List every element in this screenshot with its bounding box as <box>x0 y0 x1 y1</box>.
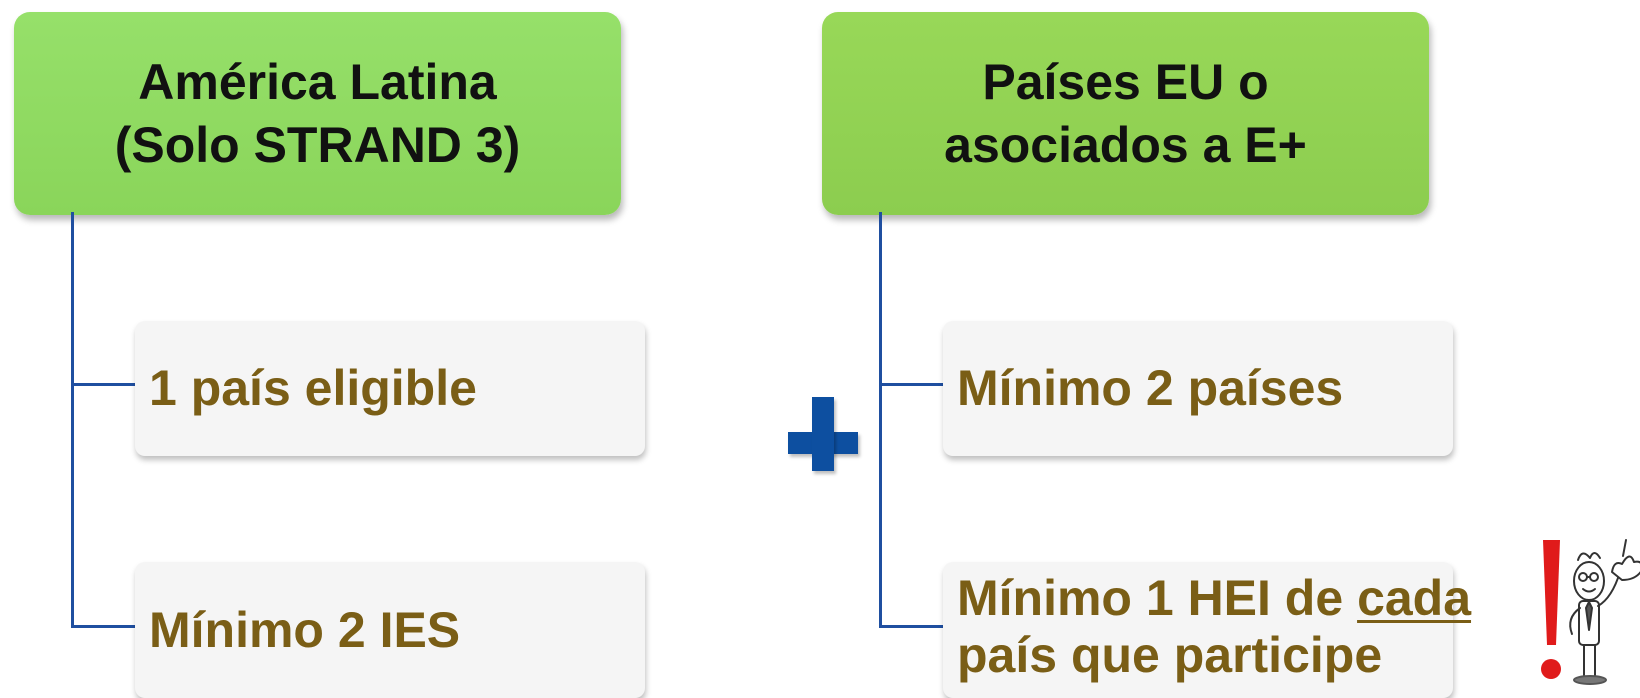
item-right-2-line1-part1: Mínimo 1 HEI de <box>957 570 1358 626</box>
item-un-pais-eligible: 1 país eligible <box>135 321 645 456</box>
item-minimo-2-paises: Mínimo 2 países <box>943 321 1453 456</box>
item-right-1-text: Mínimo 2 países <box>957 360 1344 416</box>
exclamation-figure-icon <box>1541 539 1640 685</box>
item-left-2-text: Mínimo 2 IES <box>149 601 461 658</box>
connector-left-branch-1 <box>71 383 135 386</box>
connector-right-branch-1 <box>879 383 943 386</box>
header-paises-eu: Países EU o asociados a E+ <box>822 12 1429 215</box>
connector-left-vertical <box>71 212 74 627</box>
connector-right-vertical <box>879 212 882 627</box>
item-minimo-1-hei: Mínimo 1 HEI de cada país que participe <box>943 562 1471 698</box>
header-left-line1: América Latina <box>138 54 497 110</box>
header-right-line2: asociados a E+ <box>944 116 1307 173</box>
item-right-2-underlined: cada <box>1357 570 1472 626</box>
item-right-2-line2: país que participe <box>957 627 1383 683</box>
header-left-line2: (Solo STRAND 3) <box>114 116 521 173</box>
header-right-line1: Países EU o <box>982 54 1269 110</box>
item-right-2-line1: Mínimo 1 HEI de cada <box>957 570 1471 627</box>
connector-right-branch-2 <box>879 625 943 628</box>
exclamation-dot <box>1541 659 1561 679</box>
header-america-latina: América Latina (Solo STRAND 3) <box>14 12 621 215</box>
connector-left-branch-2 <box>71 625 135 628</box>
exclamation-mark <box>1543 540 1560 645</box>
item-left-1-text: 1 país eligible <box>149 360 477 416</box>
item-minimo-2-ies: Mínimo 2 IES <box>135 562 645 698</box>
